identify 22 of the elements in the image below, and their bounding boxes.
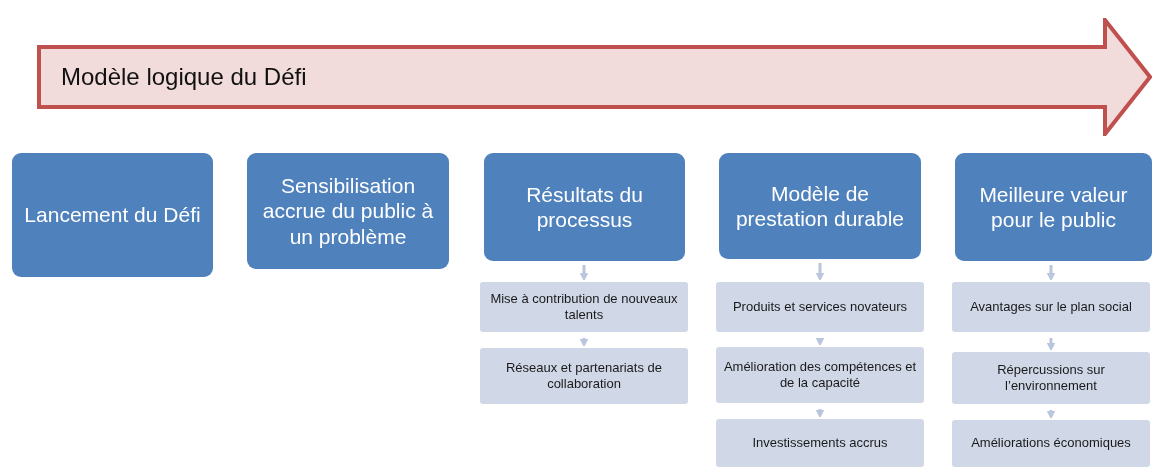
result-box: Améliorations économiques (950, 418, 1152, 469)
result-box: Produits et services novateurs (714, 280, 926, 334)
arrow (815, 409, 825, 419)
result-box: Investissements accrus (714, 417, 926, 469)
result-box: Mise à contribution de nouveaux talents (478, 280, 690, 334)
arrow (1046, 410, 1056, 420)
result-box: Avantages sur le plan social (950, 280, 1152, 334)
process-box: Modèle de prestation durable (719, 153, 921, 259)
arrow (1046, 338, 1056, 352)
process-box: Lancement du Défi (12, 153, 213, 277)
process-box: Résultats du processus (484, 153, 685, 261)
arrow (815, 263, 825, 282)
result-box: Réseaux et partenariats de collaboration (478, 346, 690, 406)
arrow (579, 265, 589, 282)
result-box: Amélioration des compétences et de la capacité (714, 345, 926, 405)
process-box: Sensibilisation accrue du public à un problème (247, 153, 449, 269)
result-box: Répercussions sur l’environnement (950, 350, 1152, 406)
banner-title: Modèle logique du Défi (61, 63, 307, 91)
arrow (815, 337, 825, 347)
process-box: Meilleure valeur pour le public (955, 153, 1152, 261)
arrow (579, 338, 589, 348)
arrow (1046, 265, 1056, 282)
